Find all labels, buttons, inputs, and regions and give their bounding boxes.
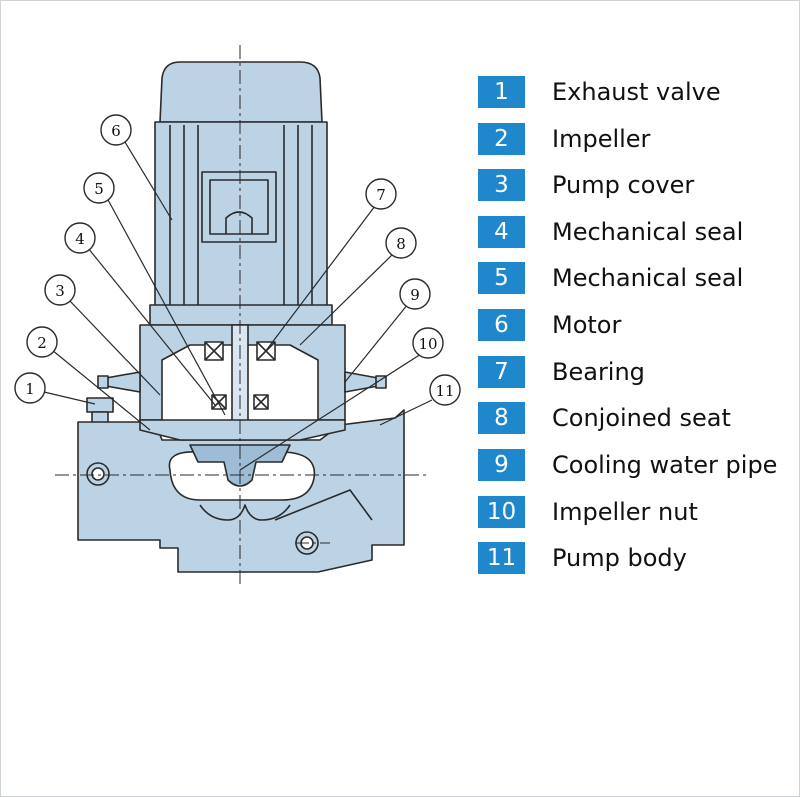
callout-7-number: 7: [376, 186, 386, 204]
callout-6-circle: [100, 114, 132, 146]
legend-label: Motor: [552, 311, 622, 339]
callout-9-circle: [399, 278, 431, 310]
legend-label: Cooling water pipe: [552, 451, 778, 479]
callout-1-circle: [14, 372, 46, 404]
legend-badge: 10: [478, 496, 525, 528]
pump-cross-section-diagram: 1 2 3 4 5 6 7 8 9 10 11: [14, 45, 461, 585]
legend-row-6: 6 Motor: [478, 309, 621, 341]
legend-badge: 4: [478, 216, 525, 248]
legend-badge: 3: [478, 169, 525, 201]
legend-badge: 1: [478, 76, 525, 108]
legend-label: Pump body: [552, 544, 687, 572]
legend-row-10: 10 Impeller nut: [478, 496, 698, 528]
legend-label: Conjoined seat: [552, 404, 731, 432]
legend-label: Mechanical seal: [552, 218, 744, 246]
callout-3-circle: [44, 274, 76, 306]
legend-badge: 6: [478, 309, 525, 341]
legend-row-11: 11 Pump body: [478, 542, 687, 574]
callout-5-number: 5: [94, 180, 104, 198]
callout-5-circle: [83, 172, 115, 204]
legend-row-5: 5 Mechanical seal: [478, 262, 743, 294]
callout-10-number: 10: [418, 335, 437, 353]
legend-row-2: 2 Impeller: [478, 123, 650, 155]
legend-label: Exhaust valve: [552, 78, 721, 106]
callout-2-number: 2: [37, 334, 47, 352]
callout-9-number: 9: [410, 286, 420, 304]
callout-8-circle: [385, 227, 417, 259]
callout-4-circle: [64, 222, 96, 254]
legend-row-1: 1 Exhaust valve: [478, 76, 721, 108]
leader-lines: [43, 141, 433, 471]
legend-badge: 5: [478, 262, 525, 294]
callout-11-number: 11: [435, 382, 454, 400]
motor-body: [149, 61, 333, 326]
legend-row-7: 7 Bearing: [478, 356, 645, 388]
callout-11-circle: [429, 374, 461, 406]
callout-10-circle: [412, 327, 444, 359]
callout-numbers: 1 2 3 4 5 6 7 8 9 10 11: [25, 122, 454, 400]
legend-label: Impeller nut: [552, 498, 698, 526]
legend-row-4: 4 Mechanical seal: [478, 216, 743, 248]
callout-2-circle: [26, 326, 58, 358]
legend-label: Impeller: [552, 125, 651, 153]
callout-3-number: 3: [55, 282, 65, 300]
legend-row-9: 9 Cooling water pipe: [478, 449, 777, 481]
legend-label: Pump cover: [552, 171, 695, 199]
callout-7-circle: [365, 178, 397, 210]
legend-label: Mechanical seal: [552, 264, 744, 292]
legend-label: Bearing: [552, 358, 645, 386]
callout-4-number: 4: [75, 230, 85, 248]
legend-badge: 7: [478, 356, 525, 388]
legend-badge: 2: [478, 123, 525, 155]
callout-1-number: 1: [25, 380, 35, 398]
callout-8-number: 8: [396, 235, 406, 253]
callout-circles: [14, 114, 461, 406]
legend-badge: 11: [478, 542, 525, 574]
legend-badge: 9: [478, 449, 525, 481]
legend-badge: 8: [478, 402, 525, 434]
legend-row-8: 8 Conjoined seat: [478, 402, 731, 434]
callout-6-number: 6: [111, 122, 121, 140]
centre-lines: [55, 45, 430, 585]
bearings: [204, 341, 276, 361]
legend-row-3: 3 Pump cover: [478, 169, 694, 201]
